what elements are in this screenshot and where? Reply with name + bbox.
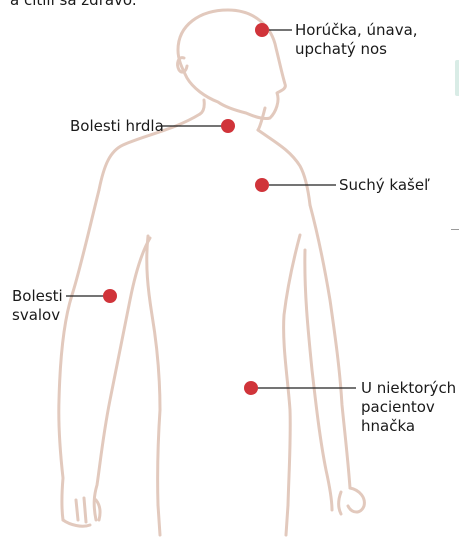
marker-muscles [103,289,117,303]
right-arm-outer [310,205,350,488]
marker-throat [221,119,235,133]
label-cough: Suchý kašeľ [339,176,430,195]
hip-line [158,505,288,535]
marker-rash [244,381,258,395]
head-outline [178,10,285,119]
label-fever: Horúčka, únava, upchatý nos [295,21,418,59]
marker-fever [255,23,269,37]
torso-left [147,236,160,505]
label-rash: U niektorých pacientov hnačka [361,379,456,436]
left-arm-outer [59,190,99,520]
edge-dash-mark [451,229,459,230]
label-muscles: Bolesti svalov [12,287,63,325]
right-hand [339,488,365,514]
left-arm-inner [94,238,150,520]
shoulder-right [258,130,310,205]
label-throat: Bolesti hrdla [70,117,164,136]
torso-right [284,235,300,505]
marker-cough [255,178,269,192]
edge-accent-bar [455,60,459,96]
